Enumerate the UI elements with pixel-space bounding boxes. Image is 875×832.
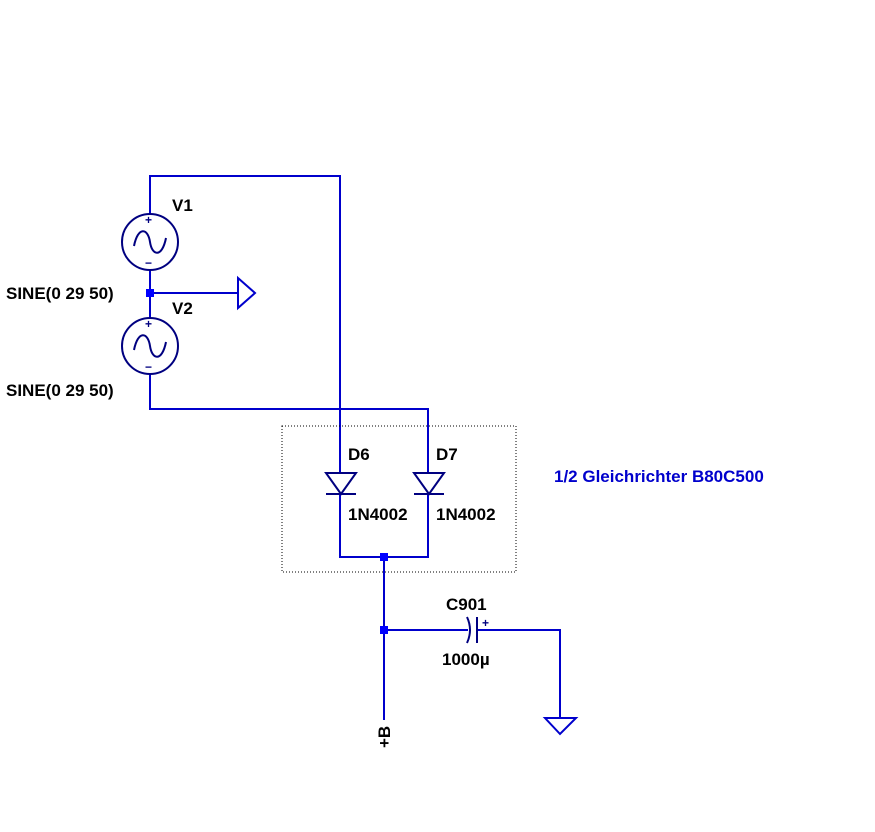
sine-wave-icon bbox=[133, 230, 167, 254]
v2-name-label: V2 bbox=[172, 299, 193, 318]
d7-name-label: D7 bbox=[436, 445, 458, 464]
v2-value-label: SINE(0 29 50) bbox=[6, 381, 114, 400]
voltage-source-v1[interactable]: + − V1 SINE(0 29 50) bbox=[6, 196, 193, 303]
v1-plus-sign: + bbox=[145, 213, 152, 227]
v1-value-label: SINE(0 29 50) bbox=[6, 284, 114, 303]
v1-minus-sign: − bbox=[145, 256, 152, 270]
capacitor-curved-plate bbox=[466, 616, 471, 644]
wire-v2-bottom-to-d7[interactable] bbox=[149, 374, 429, 473]
capacitor-plus-sign: + bbox=[482, 616, 489, 630]
c901-value-label: 1000µ bbox=[442, 650, 490, 669]
junction-center-tap bbox=[146, 289, 154, 297]
v1-name-label: V1 bbox=[172, 196, 193, 215]
net-label-plus-b[interactable]: +B bbox=[375, 726, 394, 748]
v2-plus-sign: + bbox=[145, 317, 152, 331]
wire-diode-cathodes[interactable] bbox=[339, 494, 429, 558]
d6-name-label: D6 bbox=[348, 445, 370, 464]
sine-source-icon bbox=[121, 213, 179, 271]
diode-d7[interactable]: D7 1N4002 bbox=[412, 445, 496, 524]
diode-d6[interactable]: D6 1N4002 bbox=[324, 445, 408, 524]
wire-capacitor-to-ground[interactable] bbox=[476, 629, 561, 718]
junction-diode-out bbox=[380, 553, 388, 561]
c901-name-label: C901 bbox=[446, 595, 487, 614]
rectifier-comment: 1/2 Gleichrichter B80C500 bbox=[554, 467, 764, 486]
diode-icon bbox=[412, 472, 446, 496]
ground-icon bbox=[237, 275, 257, 311]
capacitor-c901[interactable]: + C901 1000µ bbox=[442, 595, 490, 669]
rectifier-group-box[interactable] bbox=[281, 425, 517, 573]
diode-icon bbox=[324, 472, 358, 496]
junction-capacitor bbox=[380, 626, 388, 634]
sine-source-icon bbox=[121, 317, 179, 375]
wire-v1-top-to-d6[interactable] bbox=[149, 175, 341, 473]
d7-model-label: 1N4002 bbox=[436, 505, 496, 524]
v2-minus-sign: − bbox=[145, 360, 152, 374]
voltage-source-v2[interactable]: + − V2 SINE(0 29 50) bbox=[6, 299, 193, 400]
d6-model-label: 1N4002 bbox=[348, 505, 408, 524]
sine-wave-icon bbox=[133, 334, 167, 358]
ground-icon bbox=[542, 717, 579, 736]
